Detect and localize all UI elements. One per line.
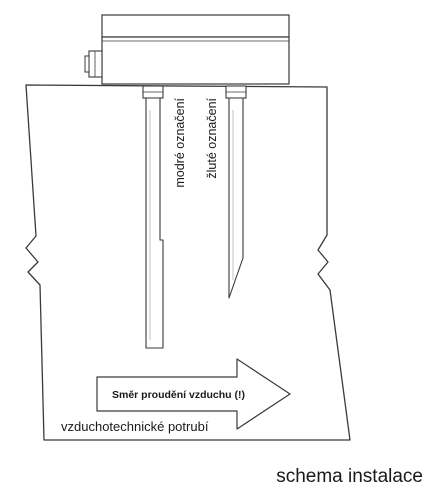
diagram-caption: schema instalace [276,466,423,487]
probe-yellow-label: žluté označení [205,97,219,178]
air-duct [25,84,351,441]
transmitter-housing [101,14,290,85]
flow-direction-arrow [96,358,291,430]
probe-blue-label: modré označení [173,97,187,187]
installation-schematic: modré označení žluté označení Směr proud… [25,14,351,441]
probe-blue [142,85,164,349]
cable-gland [84,50,103,78]
duct-label: vzduchotechnické potrubí [61,419,209,434]
flow-direction-label: Směr proudění vzduchu (!) [112,389,245,401]
probe-yellow [225,85,247,299]
